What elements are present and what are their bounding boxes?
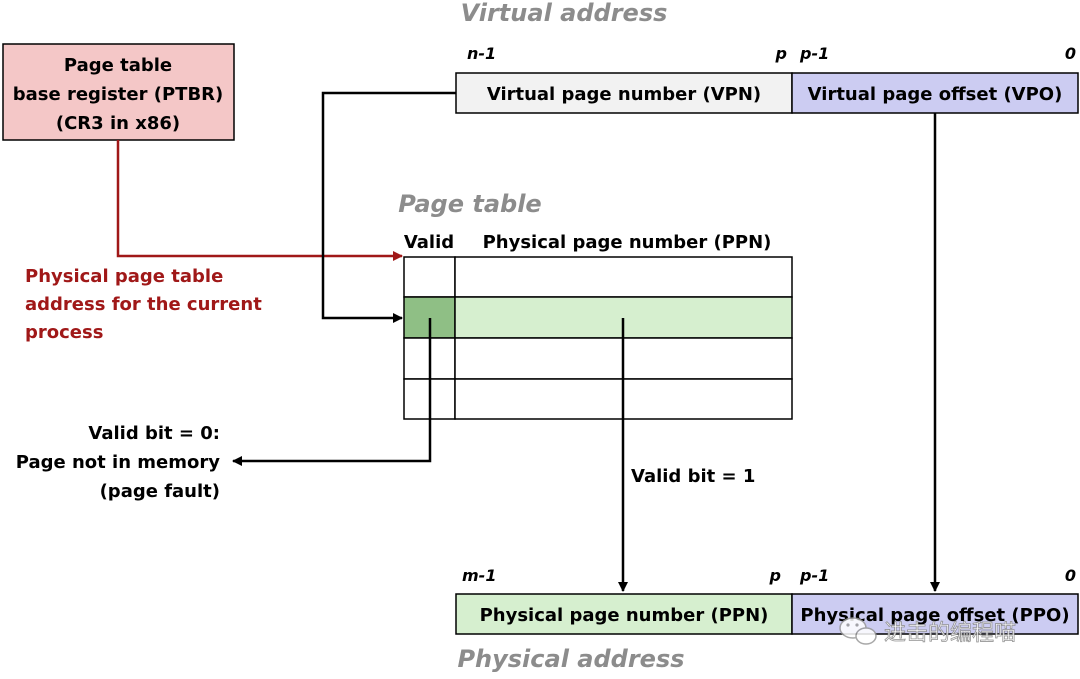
ptbr-arrow [116,140,403,261]
physical-bit-p: p [769,566,781,585]
virtual-bit-p: p [775,44,787,63]
table-header-valid: Valid [404,232,454,253]
fault-note-line2: Page not in memory [16,452,220,473]
physical-bit-p1: p-1 [799,566,829,585]
physical-address-title: Physical address [457,645,684,673]
vpo-label: Virtual page offset (VPO) [808,84,1063,105]
virtual-address-title: Virtual address [461,0,668,27]
red-note-line3: process [25,322,103,343]
page-table [403,256,793,420]
ptbr-label-line1: Page table [64,55,172,76]
vpn-field [455,72,793,114]
ptbr-label-line2: base register (PTBR) [13,84,224,105]
page-fault-arrow [232,318,432,466]
vpn-index-arrow [321,91,456,323]
fault-note-line3: (page fault) [100,481,220,502]
table-header-ppn: Physical page number (PPN) [483,232,772,253]
wechat-icon [839,617,877,645]
ptbr-box [2,43,235,141]
ppn-field [455,593,793,635]
vpo-field [791,72,1079,114]
ppn-label: Physical page number (PPN) [480,605,769,626]
pte-row-1-ppn [454,256,793,298]
physical-bit-zero: 0 [1065,566,1076,585]
fault-note-line1: Valid bit = 0: [88,423,220,444]
pte-row-1-valid [403,256,456,298]
red-note-line1: Physical page table [25,266,223,287]
vpn-label: Virtual page number (VPN) [487,84,761,105]
virtual-bit-zero: 0 [1065,44,1076,63]
watermark-text: 进击的编程喵 [884,621,1016,646]
page-table-title: Page table [398,190,541,218]
physical-bit-m1: m-1 [462,566,496,585]
valid1-label: Valid bit = 1 [631,466,755,487]
ppo-label: Physical page offset (PPO) [800,605,1069,626]
virtual-bit-p1: p-1 [799,44,829,63]
ptbr-label-line3: (CR3 in x86) [56,113,180,134]
red-note-line2: address for the current [25,294,262,315]
virtual-bit-n1: n-1 [467,44,496,63]
